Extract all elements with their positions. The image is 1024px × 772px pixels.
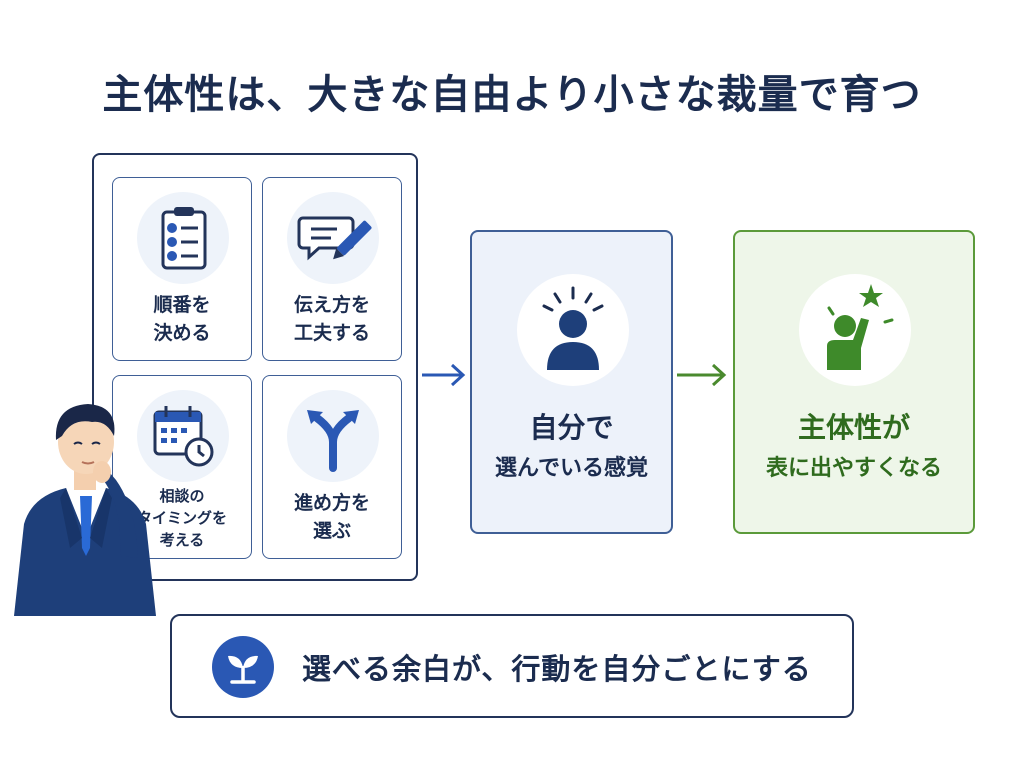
summary-text: 選べる余白が、行動を自分ごとにする xyxy=(302,652,812,686)
card-label: 進め方を選ぶ xyxy=(293,492,370,542)
thinking-businessman-illustration xyxy=(14,404,156,616)
card-decide-order: 順番を決める xyxy=(112,177,252,361)
numbered-checklist-icon xyxy=(137,192,229,284)
speech-bubble-pen-icon xyxy=(287,192,379,284)
card-improve-communication: 伝え方を工夫する xyxy=(262,177,402,361)
calendar-clock-icon xyxy=(137,390,229,482)
arrow-right-icon xyxy=(677,363,727,387)
forked-arrow-icon xyxy=(287,390,379,482)
person-star-icon xyxy=(799,274,911,386)
card-label: 順番を決める xyxy=(153,294,211,344)
card-consult-timing: 相談のタイミングを考える xyxy=(112,375,252,559)
arrow-right-icon xyxy=(422,363,466,387)
initiative-box: 主体性が 表に出やすくなる xyxy=(733,230,975,534)
person-idea-icon xyxy=(517,274,629,386)
initiative-line2: 表に出やすくなる xyxy=(765,456,942,481)
card-choose-approach: 進め方を選ぶ xyxy=(262,375,402,559)
initiative-line1: 主体性が xyxy=(797,411,910,444)
self-choice-line1: 自分で xyxy=(529,411,614,444)
self-choice-line2: 選んでいる感覚 xyxy=(495,456,648,481)
card-label: 相談のタイミングを考える xyxy=(136,487,227,549)
self-choice-box: 自分で 選んでいる感覚 xyxy=(470,230,673,534)
options-panel: 順番を決める 伝え方を工夫する xyxy=(92,153,418,581)
sprout-icon xyxy=(212,636,274,698)
card-label: 伝え方を工夫する xyxy=(293,294,370,344)
page-title: 主体性は、大きな自由より小さな裁量で育つ xyxy=(102,72,922,118)
summary-banner: 選べる余白が、行動を自分ごとにする xyxy=(170,614,854,718)
